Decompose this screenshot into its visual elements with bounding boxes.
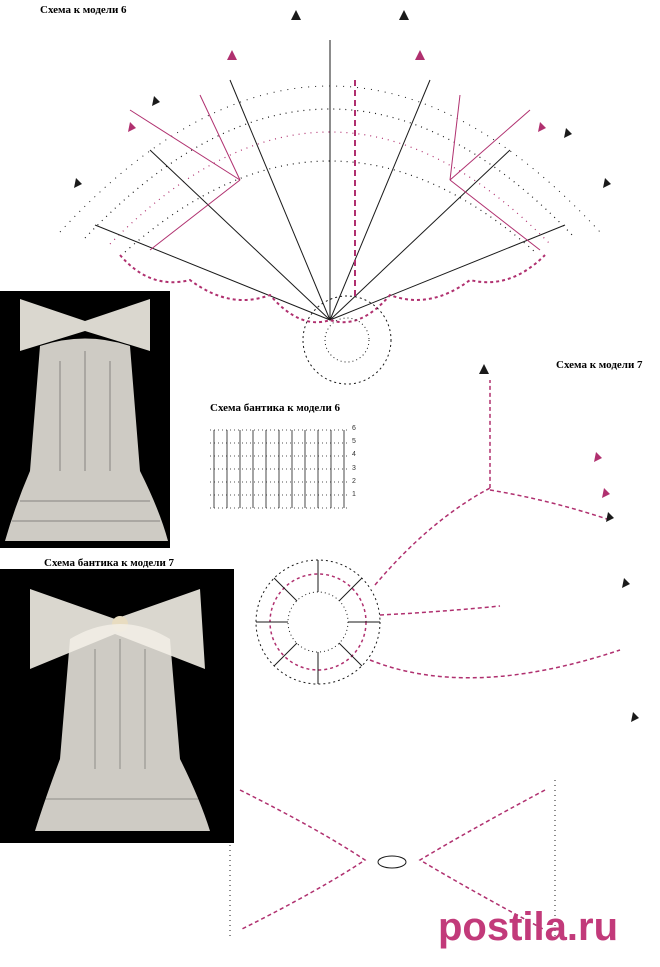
- model6-base-ring: [302, 295, 392, 385]
- model7-bell-illustration: [30, 589, 210, 831]
- bow6-row-number: 3: [352, 464, 356, 472]
- bow7-chart-title: Схема бантика к модели 7: [44, 557, 175, 569]
- model7-lower-bow: [239, 789, 546, 931]
- model6-bottom-edge: [119, 254, 546, 324]
- postila-watermark: postila.ru: [438, 905, 619, 949]
- bow6-chart-title: Схема бантика к модели 6: [210, 402, 341, 414]
- model6-bell-photo: [0, 291, 170, 548]
- model7-lower-bow-outline: [229, 780, 556, 940]
- model7-arms: [369, 380, 621, 679]
- bow6-row-number: 5: [352, 438, 356, 446]
- model7-bell-chart: [229, 364, 639, 940]
- model6-base-inner-ring: [324, 317, 370, 363]
- model6-chart-title: Схема к модели 6: [40, 4, 127, 16]
- model7-triangles: [479, 364, 639, 722]
- model7-ring-spokes: [256, 560, 380, 684]
- model7-bow-knot: [377, 855, 407, 869]
- model7-bell-photo: [0, 569, 234, 843]
- bow6-row-number: 6: [352, 425, 356, 432]
- bow6-row-numbers: 6 5 4 3 2 1: [352, 422, 366, 501]
- model7-chart-title: Схема к модели 7: [556, 359, 643, 371]
- bow6-row-number: 4: [352, 451, 356, 459]
- model6-accent-spokes: [129, 94, 541, 251]
- bow6-row-number: 1: [352, 490, 356, 498]
- bow6-grid-chart: [210, 429, 350, 509]
- model6-bell-illustration: [5, 299, 168, 541]
- model7-accent-triangles: [594, 452, 610, 498]
- model6-triangles: [74, 10, 611, 188]
- bow6-row-number: 2: [352, 477, 356, 485]
- model6-spokes: [94, 40, 566, 321]
- model6-accent-triangles: [128, 50, 546, 132]
- model6-bell-chart: [59, 10, 611, 385]
